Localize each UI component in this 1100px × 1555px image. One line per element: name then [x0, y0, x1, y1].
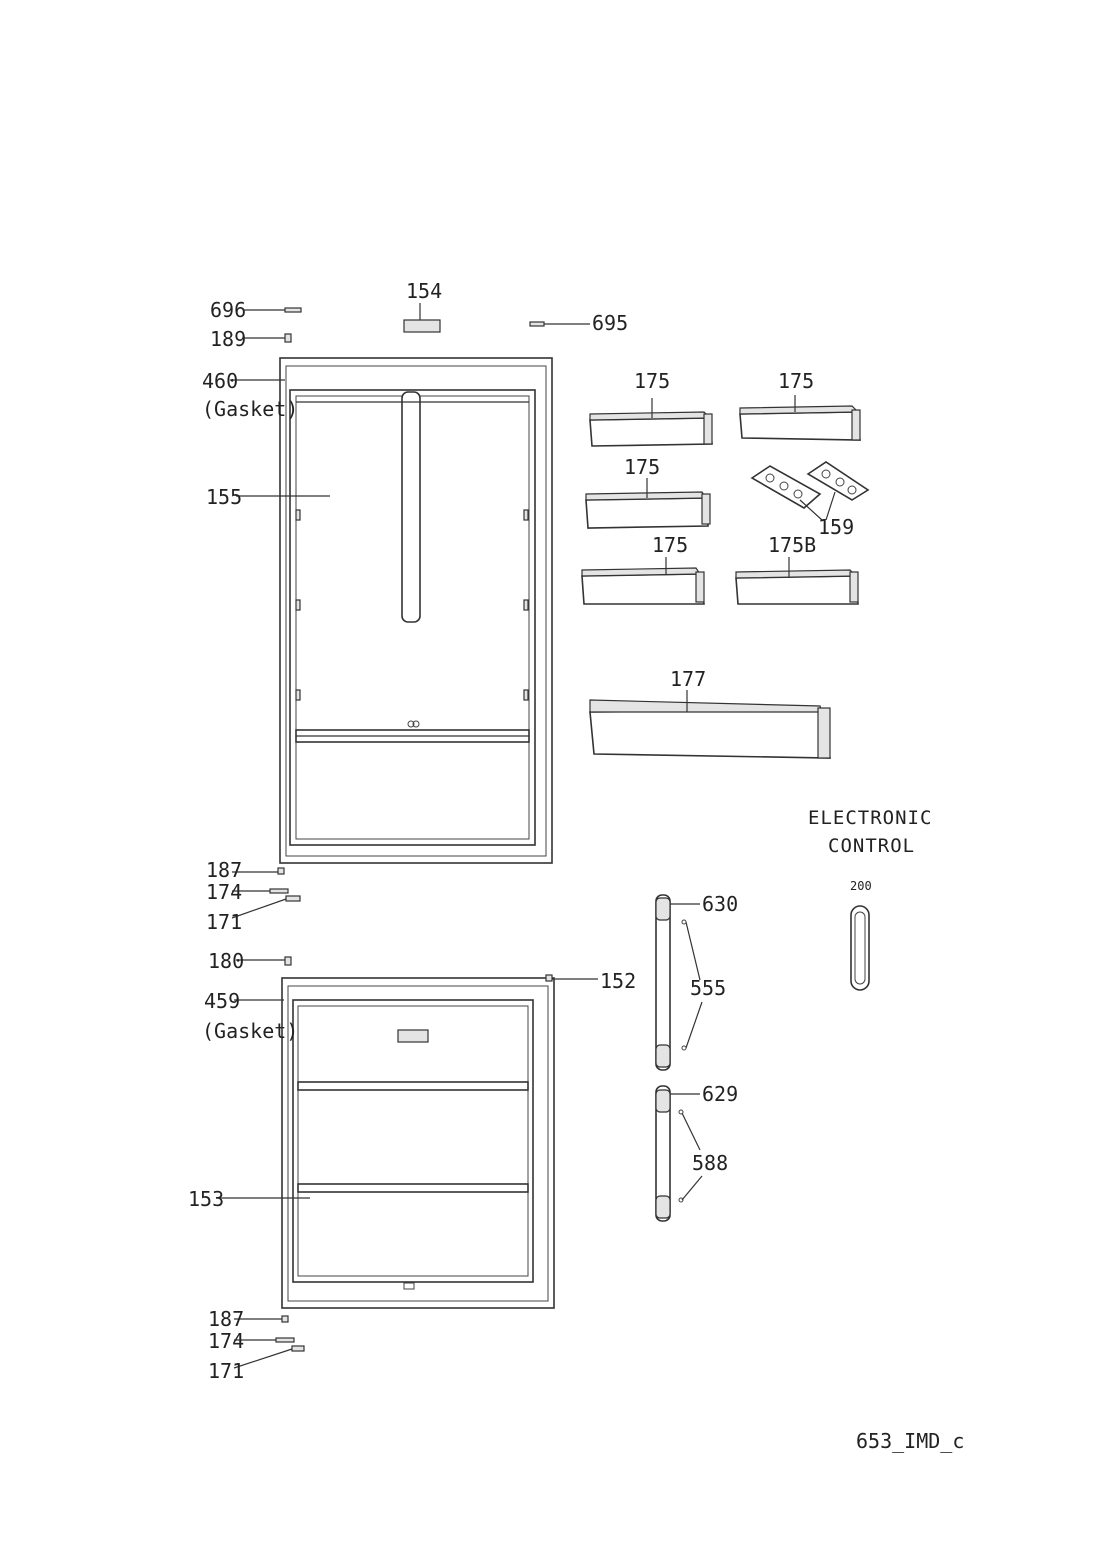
label-175-a: 175 [634, 369, 670, 393]
label-695: 695 [592, 311, 628, 335]
door-bin-175b [735, 557, 859, 605]
label-175b: 175B [768, 533, 816, 557]
label-187-top: 187 [206, 858, 242, 882]
label-gasket-top: (Gasket) [202, 397, 298, 421]
egg-tray-159 [750, 461, 870, 521]
label-187-bottom: 187 [208, 1307, 244, 1331]
label-555: 555 [690, 976, 726, 1000]
label-460: 460 [202, 369, 238, 393]
label-177: 177 [670, 667, 706, 691]
electronic-control-title-line2: CONTROL [828, 835, 915, 857]
label-174-bottom: 174 [208, 1329, 244, 1353]
handle-630 [655, 894, 703, 1071]
label-630: 630 [702, 892, 738, 916]
label-152: 152 [600, 969, 636, 993]
top-door-leaders [230, 303, 590, 497]
part-labels: 696 189 154 695 460 (Gasket) 155 175 175… [188, 279, 964, 1453]
top-hinge-hardware [284, 307, 545, 343]
fridge-door-155 [279, 357, 553, 864]
door-bin-175-c [585, 478, 711, 529]
label-171-top: 171 [206, 910, 242, 934]
label-180: 180 [208, 949, 244, 973]
label-200: 200 [850, 879, 872, 893]
top-door-lower-hardware [231, 867, 301, 919]
label-gasket-bottom: (Gasket) [202, 1019, 298, 1043]
door-bin-175-a [589, 398, 713, 447]
door-bin-177 [589, 690, 831, 759]
freezer-door-153 [281, 977, 555, 1309]
freezer-door-hardware [216, 956, 598, 1369]
label-175-d: 175 [652, 533, 688, 557]
label-629: 629 [702, 1082, 738, 1106]
label-153: 153 [188, 1187, 224, 1211]
label-171-bottom: 171 [208, 1359, 244, 1383]
door-bin-175-b [739, 395, 861, 441]
label-588: 588 [692, 1151, 728, 1175]
label-175-c: 175 [624, 455, 660, 479]
label-154: 154 [406, 279, 442, 303]
label-189: 189 [210, 327, 246, 351]
label-174-top: 174 [206, 880, 242, 904]
handle-629 [655, 1085, 703, 1222]
label-155: 155 [206, 485, 242, 509]
electronic-control-title-line1: ELECTRONIC [808, 807, 932, 829]
label-459: 459 [204, 989, 240, 1013]
label-159: 159 [818, 515, 854, 539]
electronic-control-200 [850, 905, 870, 991]
label-175-b: 175 [778, 369, 814, 393]
door-bin-175-d [581, 557, 705, 605]
label-696: 696 [210, 298, 246, 322]
drawing-code: 653_IMD_c [856, 1429, 964, 1453]
